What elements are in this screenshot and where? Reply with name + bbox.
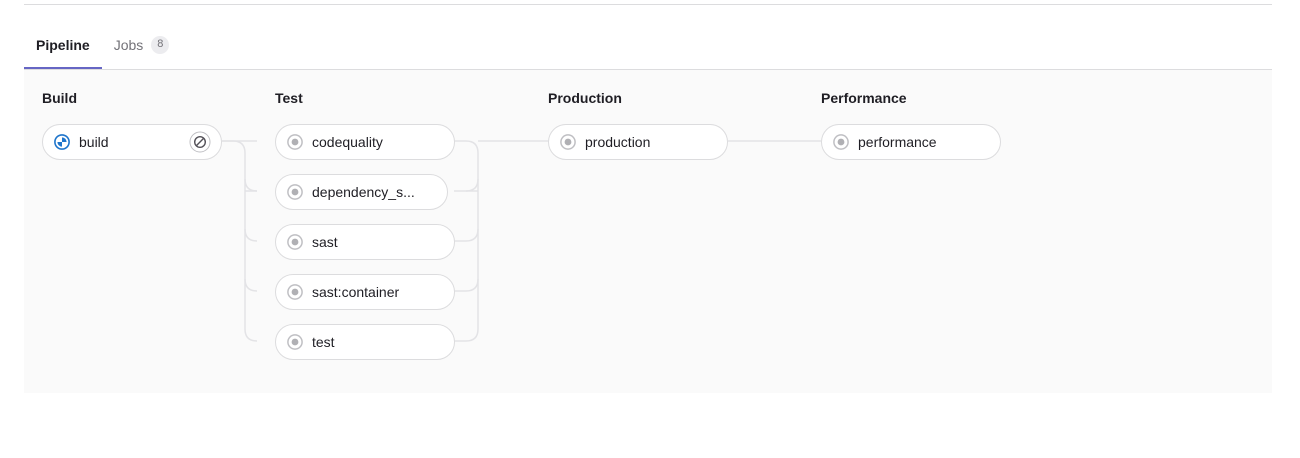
status-running-icon xyxy=(54,134,70,150)
job-sast-label: sast xyxy=(312,234,338,250)
tab-jobs-badge: 8 xyxy=(151,35,170,54)
job-sast[interactable]: sast xyxy=(275,224,455,260)
stage-test-title: Test xyxy=(275,90,303,106)
pipeline-graph: Build build Test xyxy=(24,70,1272,393)
link-test-branch-2 xyxy=(244,178,258,192)
tab-jobs[interactable]: Jobs 8 xyxy=(102,22,182,69)
job-codequality-label: codequality xyxy=(312,134,383,150)
job-build[interactable]: build xyxy=(42,124,222,160)
status-created-icon xyxy=(287,284,303,300)
link-test-branch-4 xyxy=(244,278,258,292)
link-test-prod-4 xyxy=(454,278,479,292)
tab-pipeline[interactable]: Pipeline xyxy=(24,22,102,69)
job-codequality[interactable]: codequality xyxy=(275,124,455,160)
link-test-prod-trunk xyxy=(454,140,479,342)
job-sast-container[interactable]: sast:container xyxy=(275,274,455,310)
stage-production-title: Production xyxy=(548,90,622,106)
status-created-icon xyxy=(287,234,303,250)
tab-jobs-label: Jobs xyxy=(113,36,144,53)
link-test-prod-3 xyxy=(454,228,479,242)
status-created-icon xyxy=(287,184,303,200)
job-build-label: build xyxy=(79,134,109,150)
tab-bar: Pipeline Jobs 8 xyxy=(24,22,1272,70)
status-created-icon xyxy=(287,134,303,150)
link-test-prod-2b xyxy=(465,178,479,192)
status-created-icon xyxy=(833,134,849,150)
job-production[interactable]: production xyxy=(548,124,728,160)
job-sast-container-label: sast:container xyxy=(312,284,400,300)
tab-pipeline-label: Pipeline xyxy=(36,36,90,53)
job-test-label: test xyxy=(312,334,335,350)
job-performance-label: performance xyxy=(858,134,937,150)
status-created-icon xyxy=(560,134,576,150)
link-test-branch-3 xyxy=(244,228,258,242)
job-test[interactable]: test xyxy=(275,324,455,360)
job-production-label: production xyxy=(585,134,651,150)
job-dependency-scanning[interactable]: dependency_s... xyxy=(275,174,448,210)
status-created-icon xyxy=(287,334,303,350)
stage-build-title: Build xyxy=(42,90,77,106)
cancel-icon[interactable] xyxy=(189,131,211,153)
link-build-test-trunk xyxy=(222,140,258,342)
job-performance[interactable]: performance xyxy=(821,124,1001,160)
pipeline-links xyxy=(222,140,821,342)
top-divider xyxy=(24,4,1272,5)
job-dependency-scanning-label: dependency_s... xyxy=(312,184,415,200)
stage-performance-title: Performance xyxy=(821,90,907,106)
